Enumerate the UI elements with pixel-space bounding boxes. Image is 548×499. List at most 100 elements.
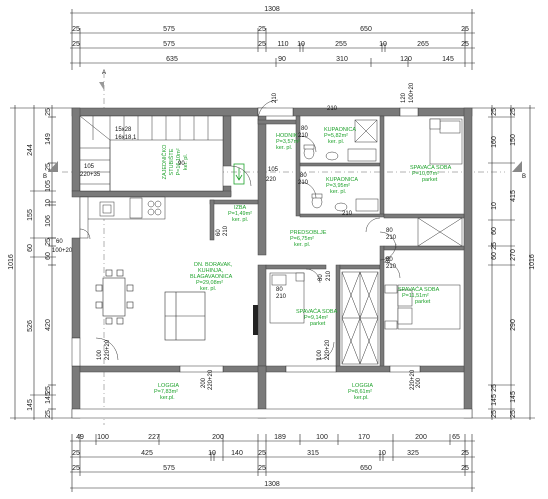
room-floor: ker. pl. (330, 189, 347, 195)
dim-label: 310 (336, 56, 348, 63)
dim-label: 170 (358, 434, 370, 441)
opening-label: 105 (268, 167, 279, 173)
dim-left-row-a: 244 155 60 526 145 (27, 144, 34, 411)
opening-label: 210 (326, 270, 332, 281)
opening-label: 210 (342, 211, 353, 217)
dim-top-total: 1308 (264, 6, 280, 13)
opening-label: 210 (276, 294, 287, 300)
room-name: IZBA (234, 205, 247, 211)
opening-label: 90 (178, 161, 185, 167)
opening-label: 120 (401, 92, 407, 103)
opening-label: 220+20 (410, 369, 416, 390)
dim-label: 200 (415, 434, 427, 441)
dim-label: 90 (278, 56, 286, 63)
room-floor: ker.pl. (160, 395, 175, 401)
room-name: DN. BORAVAK, (194, 262, 233, 268)
room-floor: ker.pl. (354, 395, 369, 401)
dim-label: 145 (510, 391, 517, 403)
dim-label: 420 (45, 319, 52, 331)
opening-label: 80 (386, 256, 392, 263)
room-label-izba: IZBA P=1,49m² ker. pl. (228, 205, 252, 223)
dim-label: 60 (45, 252, 52, 260)
room-name: SPAVAĆA SOBA (410, 164, 452, 171)
dim-label: 25 (510, 108, 517, 116)
dim-label: 105 (45, 180, 52, 192)
dim-label: 25 (258, 41, 266, 48)
room-name: SPAVAĆA SOBA (296, 308, 338, 315)
dim-label: 25 (72, 450, 80, 457)
opening-label: 100+20 (52, 248, 73, 254)
dim-label: 25 (461, 41, 469, 48)
opening-label: 80 (301, 126, 308, 132)
dim-label: 425 (141, 450, 153, 457)
opening-labels: 210 80 210 80 210 105 220+35 105 220 120… (52, 82, 422, 390)
opening-label: 60 (56, 239, 63, 245)
room-floor: ker. pl. (232, 217, 249, 223)
stair-note: 15x28 (115, 127, 132, 133)
dim-top-row2: 25 575 25 110 10 255 10 265 25 (72, 41, 469, 48)
room-label-kupaonica: KUPAONICA P=5,82m² ker. pl. (324, 127, 356, 145)
dim-label: 25 (72, 26, 80, 33)
room-floor: ker. pl. (276, 145, 293, 151)
kitchen-counter (79, 196, 166, 239)
dim-label: 255 (335, 41, 347, 48)
section-mark-left: B (43, 174, 47, 180)
opening-label: 105 (84, 164, 95, 170)
room-area: P=8,61m² (348, 389, 372, 395)
opening-label: 200 (416, 377, 422, 388)
dim-label: 60 (491, 227, 498, 235)
dim-right-total: 1016 (529, 254, 536, 270)
dim-label: 10 (378, 450, 386, 457)
opening-label: 220+20 (105, 339, 111, 360)
section-mark-top: A (102, 70, 106, 76)
dim-label: 60 (491, 252, 498, 260)
opening-label: 220+20 (208, 369, 214, 390)
dim-label: 160 (491, 136, 498, 148)
dim-label: 200 (212, 434, 224, 441)
dining-table (95, 269, 134, 325)
section-line-b (48, 161, 522, 173)
section-line-a (99, 72, 105, 425)
bed-bedroom-2 (269, 272, 305, 324)
dim-top-row3: 635 90 310 120 145 (166, 56, 454, 63)
room-name: LOGGIA (158, 383, 179, 389)
dim-label: 10 (297, 41, 305, 48)
dim-label: 25 (45, 163, 52, 171)
dim-label: 25 (461, 450, 469, 457)
wardrobe-bedroom (341, 271, 379, 365)
room-floor: parket (415, 299, 431, 305)
stairwell-name: ZAJEDNIČKO (161, 144, 168, 180)
opening-label: 80 (300, 173, 307, 179)
opening-label: 100 (97, 349, 103, 360)
top-dimensions (70, 9, 475, 70)
opening-label: 220+20 (325, 339, 331, 360)
dim-label: 25 (45, 108, 52, 116)
dim-label: 100 (316, 434, 328, 441)
opening-label: 80 (386, 257, 393, 263)
opening-label: 210 (298, 133, 309, 139)
dim-top-row1: 25 575 25 650 25 (72, 26, 469, 33)
room-label-predsoblje: PREDSOBLJE P=6,75m² ker. pl. (290, 230, 327, 248)
dim-label: 415 (510, 190, 517, 202)
dim-label: 25 (510, 410, 517, 418)
room-name: KUPAONICA (326, 177, 358, 183)
section-mark-right: B (522, 174, 526, 180)
opening-label: 100+20 (409, 82, 415, 103)
dim-label: 25 (461, 26, 469, 33)
room-label-loggia-1: LOGGIA P=7,83m² ker.pl. (154, 383, 179, 401)
room-floor: ker. pl. (294, 242, 311, 248)
stair-note-2: 16x18,1 (115, 135, 137, 141)
opening-label: 80 (386, 228, 393, 234)
door-swings (79, 99, 401, 361)
dim-label: 25 (258, 465, 266, 472)
room-floor: parket (310, 321, 326, 327)
opening-label: 80 (276, 287, 283, 293)
room-area: P=11,51m² (402, 293, 429, 299)
room-area: P=29,08m² (196, 280, 223, 286)
dim-label: 575 (163, 26, 175, 33)
room-name: HODNIK (276, 133, 298, 139)
room-name: KUPAONICA (324, 127, 356, 133)
dim-label: 325 (407, 450, 419, 457)
dim-label: 315 (307, 450, 319, 457)
room-floor: parket (422, 177, 438, 183)
